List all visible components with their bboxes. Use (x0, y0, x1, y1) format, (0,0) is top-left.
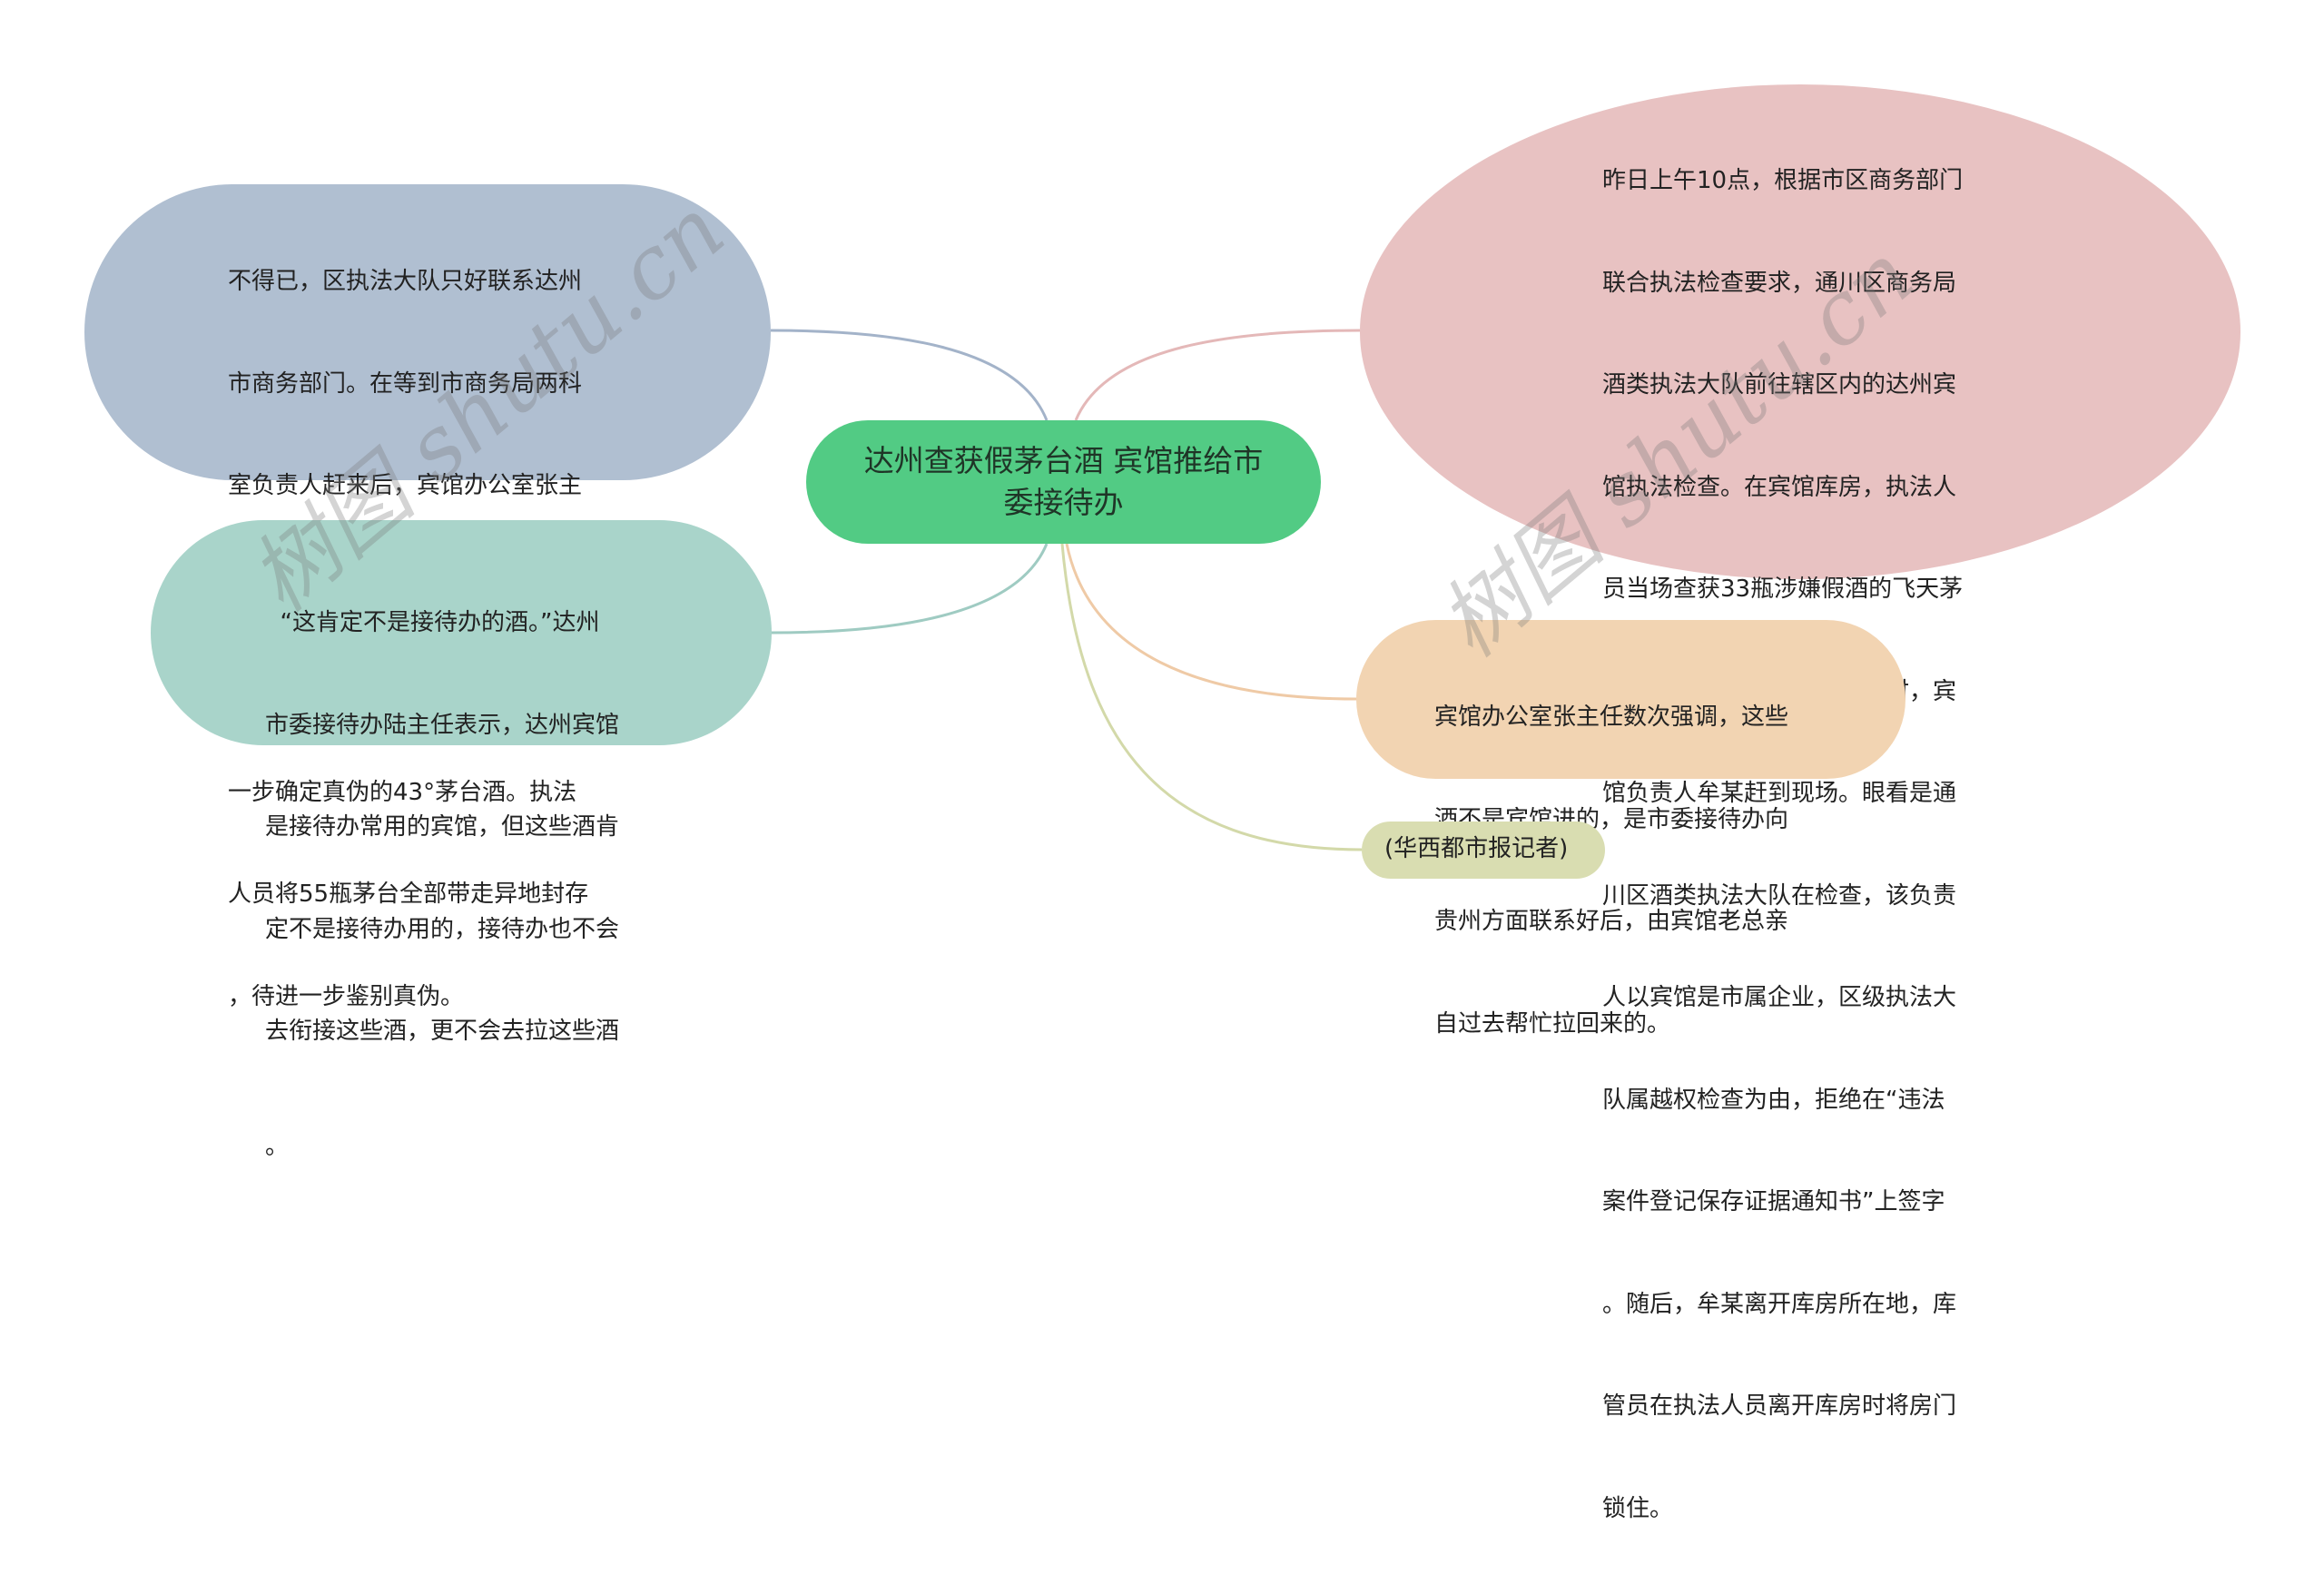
text-line: 一步确定真伪的43°茅台酒。执法 (228, 778, 577, 806)
text-line: “这肯定不是接待办的酒。”达州 (265, 609, 600, 636)
branch-node-investigation-followup[interactable]: 不得已，区执法大队只好联系达州 市商务部门。在等到市商务局两科 室负责人赶来后，… (84, 184, 771, 1010)
root-node[interactable]: 达州查获假茅台酒 宾馆推给市委接待办 (806, 420, 1321, 544)
text-line: 案件登记保存证据通知书”上签字 (1602, 1188, 1945, 1215)
branch-node-reception-office-statement[interactable]: “这肯定不是接待办的酒。”达州 市委接待办陆主任表示，达州宾馆 是接待办常用的宾… (151, 520, 772, 1160)
text-line: 自过去帮忙拉回来的。 (1434, 1009, 1671, 1038)
branch-text: (华西都市报记者) (1384, 835, 1569, 862)
connector-olive (1060, 543, 1363, 851)
text-line: 酒类执法大队前往辖区内的达州宾 (1602, 371, 1957, 398)
root-title: 达州查获假茅台酒 宾馆推给市委接待办 (863, 443, 1264, 520)
branch-node-initial-inspection[interactable]: 昨日上午10点，根据市区商务部门 联合执法检查要求，通川区商务局 酒类执法大队前… (1360, 84, 2240, 1522)
text-line: 。 (265, 1132, 290, 1160)
text-line: 联合执法检查要求，通川区商务局 (1602, 269, 1957, 297)
text-line: 市委接待办陆主任表示，达州宾馆 (265, 711, 620, 739)
text-line: 市商务部门。在等到市商务局两科 (228, 369, 583, 398)
connector-orange (1065, 543, 1357, 701)
branch-node-hotel-office-statement[interactable]: 宾馆办公室张主任数次强调，这些 酒不是宾馆进的，是市委接待办向 贵州方面联系好后… (1356, 620, 1905, 1038)
text-line: 人员将55瓶茅台全部带走异地封存 (228, 881, 589, 908)
text-line: 员当场查获33瓶涉嫌假酒的飞天茅 (1602, 576, 1964, 603)
text-line: 去衔接这些酒，更不会去拉这些酒 (265, 1018, 620, 1045)
connector-teal (770, 543, 1049, 635)
connector-blue (770, 329, 1049, 421)
text-line: 定不是接待办用的，接待办也不会 (265, 915, 620, 943)
connector-pink (1074, 329, 1361, 421)
branch-node-reporter-credit[interactable]: (华西都市报记者) (1362, 822, 1605, 879)
text-line: 宾馆办公室张主任数次强调，这些 (1434, 704, 1789, 731)
text-line: 。随后，牟某离开库房所在地，库 (1602, 1290, 1957, 1318)
text-line: 川区酒类执法大队在检查，该负责 (1602, 881, 1957, 910)
text-line: 不得已，区执法大队只好联系达州 (228, 268, 583, 295)
text-line: 锁住。 (1602, 1494, 1674, 1522)
text-line: 管员在执法人员离开库房时将房门 (1602, 1392, 1957, 1420)
branch-text: “这肯定不是接待办的酒。”达州 市委接待办陆主任表示，达州宾馆 是接待办常用的宾… (265, 538, 655, 1232)
text-line: 昨日上午10点，根据市区商务部门 (1602, 167, 1964, 194)
text-line: 馆执法检查。在宾馆库房，执法人 (1602, 473, 1957, 501)
text-line: 贵州方面联系好后，由宾馆老总亲 (1434, 908, 1789, 935)
mindmap-canvas: 不得已，区执法大队只好联系达州 市商务部门。在等到市商务局两科 室负责人赶来后，… (84, 84, 2240, 1522)
text-line: 室负责人赶来后，宾馆办公室张主 (228, 472, 583, 499)
text-line: 是接待办常用的宾馆，但这些酒肯 (265, 813, 620, 841)
text-line: 馆负责人牟某赶到现场。眼看是通 (1602, 780, 1957, 807)
